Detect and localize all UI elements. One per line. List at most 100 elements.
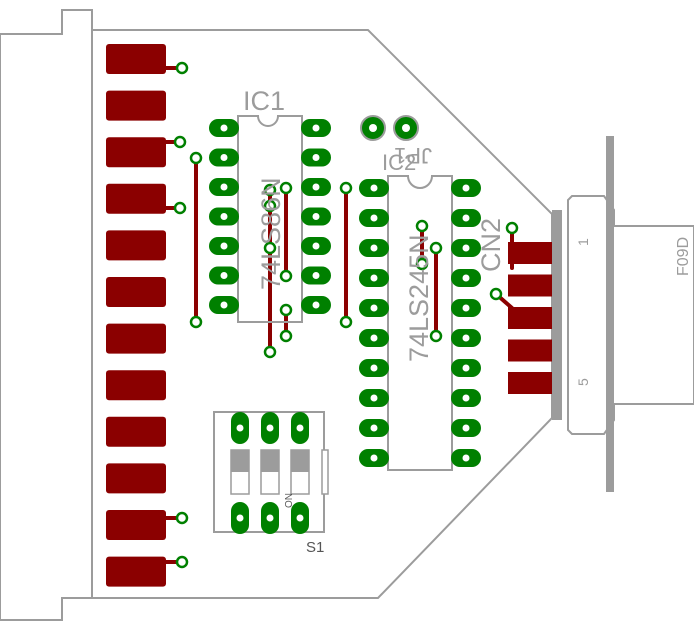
vias	[173, 61, 519, 569]
ic-pad-hole	[220, 183, 228, 191]
ic-pad-hole	[312, 242, 320, 250]
connector-shell	[567, 195, 694, 435]
ic-pad-hole	[462, 454, 470, 462]
cn2-pin1-label: 1	[575, 238, 591, 246]
ic-pad-hole	[312, 272, 320, 279]
edge-finger-pad	[106, 44, 166, 74]
ic2-outline	[387, 175, 453, 471]
edge-finger-pad	[106, 463, 166, 494]
via	[189, 151, 203, 165]
dip-pad-hole	[266, 424, 274, 432]
ic-pad-hole	[312, 213, 320, 220]
dsub-smd-pads	[508, 242, 552, 394]
jumper-pad	[369, 124, 377, 132]
via	[489, 287, 503, 301]
ic-pad-hole	[462, 394, 470, 402]
ic-pad-hole	[462, 244, 470, 252]
dip-pad-hole	[296, 514, 304, 522]
via	[339, 315, 353, 329]
via	[263, 199, 277, 213]
ic-pad-hole	[312, 154, 320, 161]
cn2-ref-label: CN2	[476, 218, 506, 272]
ic-pad-hole	[370, 424, 378, 432]
ic-pad-hole	[312, 183, 320, 191]
ic-pad-hole	[220, 154, 228, 161]
dsub-pad	[508, 339, 552, 362]
ic-pad-hole	[462, 304, 470, 312]
via	[429, 329, 443, 343]
via	[415, 257, 429, 271]
via	[415, 219, 429, 233]
ic2-ref-label: IC2	[382, 150, 416, 175]
dsub-pad	[508, 307, 552, 329]
via	[189, 315, 203, 329]
through-hole-pads	[209, 119, 481, 534]
ic-pad-hole	[462, 214, 470, 222]
ic-pad-hole	[370, 274, 378, 282]
ic-pad-hole	[370, 454, 378, 462]
ic2-part-label: 74LS245N	[404, 234, 434, 362]
edge-finger-pad	[106, 90, 166, 121]
via	[279, 181, 293, 195]
via	[505, 221, 519, 235]
ic-pad-hole	[312, 124, 320, 132]
ic-pad-hole	[462, 364, 470, 372]
jumper-pads	[360, 115, 419, 141]
ic-pad-hole	[370, 244, 378, 252]
cn2-part-label: F09D	[675, 237, 692, 276]
ic-pad-hole	[370, 184, 378, 192]
silkscreen-labels: IC1 74LS86N JP1 IC2 74LS245N CN2 F09D 1 …	[243, 86, 692, 556]
dip-switch-lever-frame	[321, 449, 329, 495]
ic-pad-hole	[220, 213, 228, 220]
dip-pad-hole	[236, 424, 244, 432]
ic-pad-hole	[370, 304, 378, 312]
ic-pad-hole	[462, 334, 470, 342]
via	[263, 241, 277, 255]
dip-ref-label: S1	[306, 539, 324, 556]
edge-finger-pads	[106, 44, 166, 587]
edge-finger-pad	[106, 230, 166, 261]
ic-pad-hole	[312, 301, 320, 309]
ic1-part-label: 74LS86N	[256, 177, 286, 290]
edge-finger-pad	[106, 323, 166, 354]
ic-pad-hole	[220, 124, 228, 132]
dip-switch-lever	[291, 450, 309, 472]
ic-pad-hole	[370, 394, 378, 402]
cn2-pin5-label: 5	[575, 378, 591, 386]
via	[279, 269, 293, 283]
dsub-pad	[508, 242, 552, 264]
ic-pad-hole	[370, 334, 378, 342]
ic-pad-hole	[220, 301, 228, 309]
dsub-pad	[508, 274, 552, 297]
via	[263, 183, 277, 197]
dip-switch-actuators	[230, 449, 329, 495]
via	[279, 303, 293, 317]
edge-finger-pad	[106, 183, 166, 214]
connector-flange	[552, 210, 562, 420]
via	[279, 329, 293, 343]
dsub-connector	[508, 136, 694, 492]
dip-pad-hole	[266, 514, 274, 522]
dip-on-label: ON	[284, 493, 295, 508]
connector-mount-ear	[606, 136, 614, 492]
dip-pad-hole	[296, 424, 304, 432]
ic1-outline	[237, 115, 303, 323]
via	[429, 241, 443, 255]
via	[173, 201, 187, 215]
edge-finger-pad	[106, 510, 166, 540]
via	[175, 61, 189, 75]
edge-finger-pad	[106, 137, 166, 168]
ic-pad-hole	[462, 184, 470, 192]
ic-pad-hole	[370, 214, 378, 222]
jumper-ref-label: JP1	[394, 143, 432, 168]
dip-switch-lever	[231, 450, 249, 472]
dip-switch-lever	[261, 450, 279, 472]
dip-pad-hole	[236, 514, 244, 522]
edge-finger-pad	[106, 370, 166, 401]
edge-finger-pad	[106, 277, 166, 307]
edge-finger-pad	[106, 556, 166, 587]
ic-pad-hole	[220, 242, 228, 250]
ic-pad-hole	[462, 424, 470, 432]
